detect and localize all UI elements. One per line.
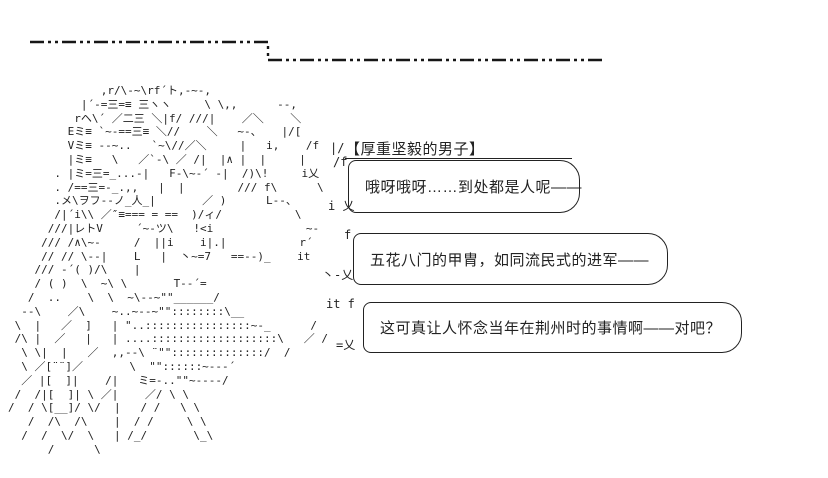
name-tag-aa-prefix: |/ [330,141,345,155]
speech-bubble-2: 五花八门的甲胄，如同流民式的进军—— [353,233,668,285]
ascii-art-character: ,r/\-~\rf´ト,-~-, |´-=三=≡ 三ヽヽ \ \,, --, r… [8,84,329,456]
bubble-3-tail-top: it f [326,297,355,311]
bubble-2-tail-bottom: 丶-乂 [322,268,354,282]
dialogue-text-2: 五花八门的甲胄，如同流民式的进军—— [370,251,650,269]
divider-line [30,40,606,62]
dialogue-text-1: 哦呀哦呀……到处都是人呢—— [365,179,583,196]
dialogue-text-3: 这可真让人怀念当年在荆州时的事情啊——对吧？ [380,320,722,337]
speech-bubble-3: 这可真让人怀念当年在荆州时的事情啊——对吧？ [363,302,742,353]
character-name-label: 【厚重坚毅的男子】 [345,138,572,159]
speech-bubble-1: 哦呀哦呀……到处都是人呢—— [348,160,583,213]
bubble-2-tail-top: f [344,228,352,242]
bubble-3-tail-bottom: =乂 [336,338,356,352]
bubble-1-tail-bottom: i 乂 [328,199,355,213]
bubble-1-tail-top: /f [333,155,348,169]
